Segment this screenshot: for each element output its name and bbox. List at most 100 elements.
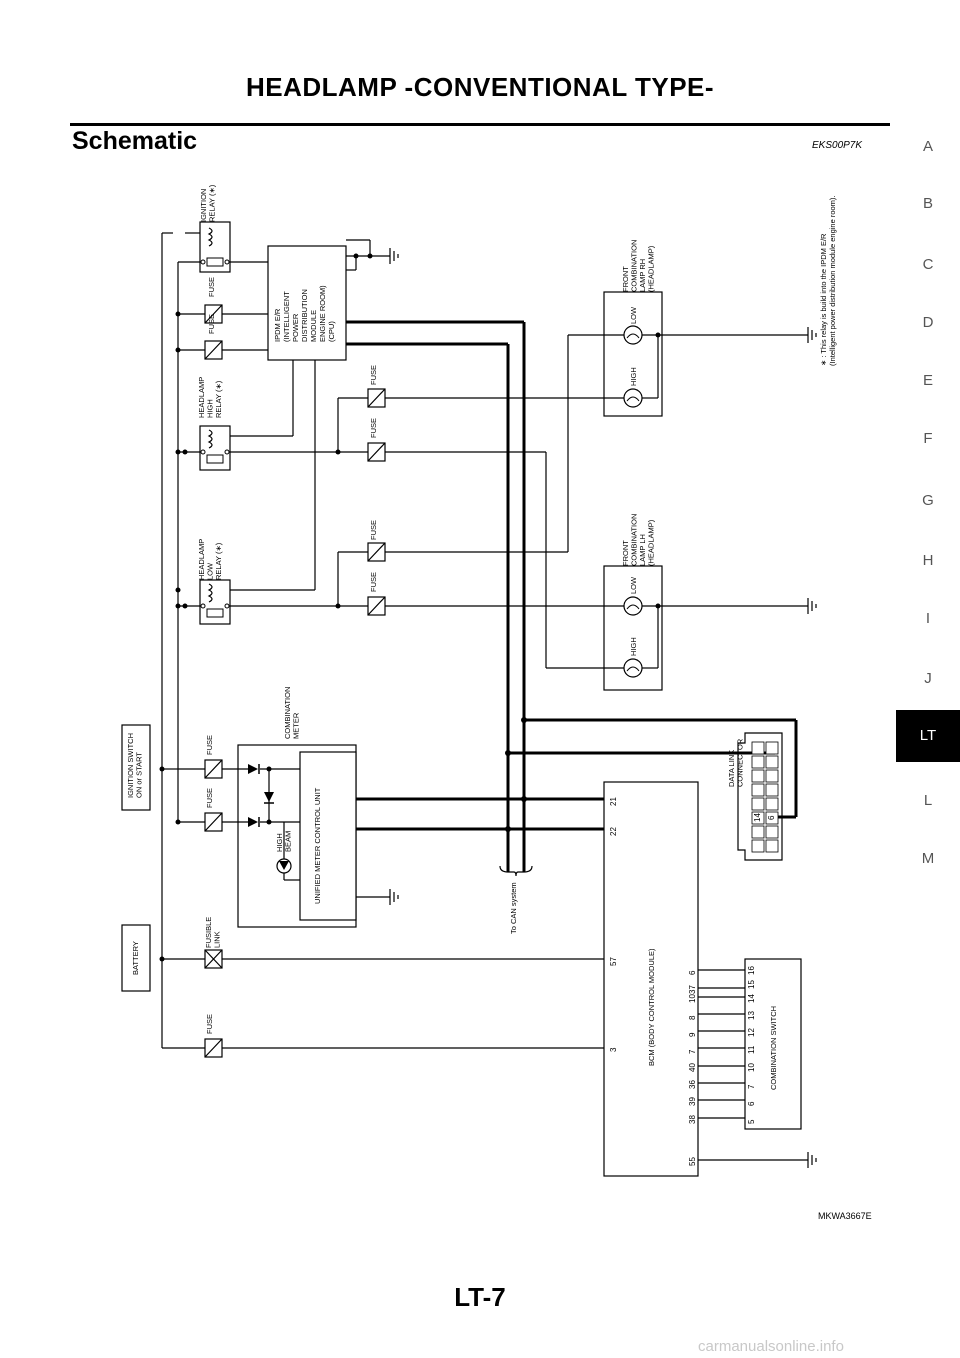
front-lamp-rh-box bbox=[603, 291, 663, 417]
side-index-f[interactable]: F bbox=[923, 430, 933, 447]
switch-pin-label: 5 bbox=[747, 1119, 756, 1124]
front-lamp-lh-label: FRONTCOMBINATIONLAMP LH(HEADLAMP) bbox=[621, 514, 656, 566]
dlc-pin-6-label: 6 bbox=[767, 815, 776, 820]
battery-box bbox=[121, 924, 151, 992]
switch-pin-label: 16 bbox=[747, 966, 756, 975]
ipdm-ground-icon bbox=[389, 248, 399, 264]
ground-symbols bbox=[389, 248, 817, 1168]
meter-fuse-2 bbox=[204, 812, 223, 832]
ipdm-box bbox=[267, 245, 347, 361]
figure-code: MKWA3667E bbox=[818, 1211, 872, 1221]
bcm-pin-label: 8 bbox=[688, 1015, 697, 1020]
side-index-c[interactable]: C bbox=[922, 256, 934, 273]
dlc-pin-14-label: 14 bbox=[753, 813, 762, 822]
fuse-label: FUSE bbox=[369, 418, 378, 438]
front-lamp-rh-label: FRONTCOMBINATIONLAMP RH(HEADLAMP) bbox=[621, 240, 656, 292]
side-index-h[interactable]: H bbox=[922, 552, 934, 569]
bcm-pin-22-label: 22 bbox=[609, 827, 618, 836]
side-index-b[interactable]: B bbox=[922, 195, 933, 212]
switch-pin-label: 12 bbox=[747, 1028, 756, 1037]
dlc-pin-cell bbox=[751, 769, 765, 783]
ignition-relay bbox=[199, 221, 231, 273]
headlamp-low-relay-label: HEADLAMPLOWRELAY (∗) bbox=[197, 539, 223, 580]
junction-dot bbox=[505, 750, 511, 756]
diode-icon bbox=[248, 764, 260, 774]
page-header-title: HEADLAMP -CONVENTIONAL TYPE- bbox=[245, 72, 715, 102]
side-index-g[interactable]: G bbox=[922, 492, 934, 509]
component-labels: IGNITIONRELAY (∗)IPDM E/R(INTELLIGENTPOW… bbox=[126, 184, 837, 1166]
side-index-i[interactable]: I bbox=[925, 610, 931, 627]
combination-meter-label: COMBINATIONMETER bbox=[283, 687, 301, 739]
dlc-pin-cell bbox=[765, 839, 779, 853]
junction-dot bbox=[505, 826, 511, 832]
can-brace bbox=[499, 865, 533, 877]
junction-dot bbox=[182, 603, 188, 609]
side-index-e[interactable]: E bbox=[922, 372, 933, 389]
fuse-label: FUSE bbox=[205, 788, 214, 808]
bcm-pin-label: 9 bbox=[688, 1032, 697, 1037]
switch-pin-label: 14 bbox=[747, 994, 756, 1003]
bcm-switch-wires bbox=[698, 969, 745, 1119]
lamp-icon bbox=[623, 325, 643, 345]
dlc-pin-cell bbox=[765, 783, 779, 797]
lh-lamp-ground-icon bbox=[807, 598, 817, 614]
can-lines bbox=[346, 320, 798, 872]
bcm-pin-label: 7 bbox=[688, 1049, 697, 1054]
junction-dot bbox=[175, 311, 181, 317]
ipdm-fuse-2 bbox=[204, 340, 223, 360]
junction-dot bbox=[367, 253, 373, 259]
side-index-a[interactable]: A bbox=[922, 138, 933, 155]
bcm-pin-label: 40 bbox=[688, 1063, 697, 1072]
side-index-d[interactable]: D bbox=[922, 314, 934, 331]
side-index-m[interactable]: M bbox=[921, 850, 935, 867]
junction-dot bbox=[159, 766, 165, 772]
side-index-j[interactable]: J bbox=[924, 670, 932, 687]
dlc-pin-cell bbox=[751, 825, 765, 839]
wires bbox=[161, 232, 808, 1161]
side-index-lt[interactable]: LT bbox=[896, 710, 960, 762]
headlamp-low-relay bbox=[199, 579, 231, 625]
footnote-label: ∗ : This relay is build into the IPDM E/… bbox=[819, 195, 837, 366]
fuse-label: FUSE bbox=[369, 572, 378, 592]
fuse-label: FUSE bbox=[205, 1014, 214, 1034]
bcm-pin-3-label: 3 bbox=[609, 1047, 618, 1052]
lh-low-label: LOW bbox=[629, 576, 638, 594]
section-code: EKS00P7K bbox=[812, 140, 863, 151]
header-rule bbox=[70, 123, 890, 126]
switch-pin-label: 7 bbox=[747, 1084, 756, 1089]
bcm-pin-label: 6 bbox=[688, 970, 697, 975]
low-fuse-rh bbox=[367, 542, 386, 562]
bcm-pin-label: 10 bbox=[688, 994, 697, 1003]
side-index-l[interactable]: L bbox=[923, 792, 933, 809]
lamp-icon bbox=[623, 658, 643, 678]
page-number: LT-7 bbox=[454, 1282, 506, 1312]
lamp-icon bbox=[623, 388, 643, 408]
bcm-pin-57-label: 57 bbox=[609, 957, 618, 966]
junction-dot bbox=[175, 587, 181, 593]
junction-dot bbox=[655, 603, 661, 609]
bcm-label: BCM (BODY CONTROL MODULE) bbox=[647, 948, 656, 1066]
switch-pin-label: 11 bbox=[747, 1045, 756, 1054]
fusible-link bbox=[204, 949, 223, 969]
lh-high-label: HIGH bbox=[629, 637, 638, 656]
dlc-pin-cell bbox=[765, 769, 779, 783]
dlc-pin-cell bbox=[765, 741, 779, 755]
fuse-label: FUSE bbox=[207, 314, 216, 334]
lamp-icon bbox=[623, 596, 643, 616]
rh-low-label: LOW bbox=[629, 306, 638, 324]
switch-pin-label: 6 bbox=[747, 1101, 756, 1106]
junction-dot bbox=[182, 449, 188, 455]
fuse-group bbox=[204, 304, 386, 1058]
bcm-pin-label: 38 bbox=[688, 1115, 697, 1124]
meter-ground-icon bbox=[389, 889, 399, 905]
dlc-pin-cell bbox=[751, 741, 765, 755]
ipdm-label: IPDM E/R(INTELLIGENTPOWERDISTRIBUTIONMOD… bbox=[273, 285, 336, 342]
junction-dot bbox=[353, 253, 359, 259]
junction-dot bbox=[521, 796, 527, 802]
diode-icon bbox=[264, 792, 274, 804]
can-system-label: To CAN system bbox=[509, 882, 518, 934]
junction-dot bbox=[159, 956, 165, 962]
data-link-connector-label: DATA LINKCONNECTOR bbox=[727, 738, 745, 787]
dlc-pin-cell bbox=[751, 811, 765, 825]
dlc-pin-cell bbox=[765, 797, 779, 811]
